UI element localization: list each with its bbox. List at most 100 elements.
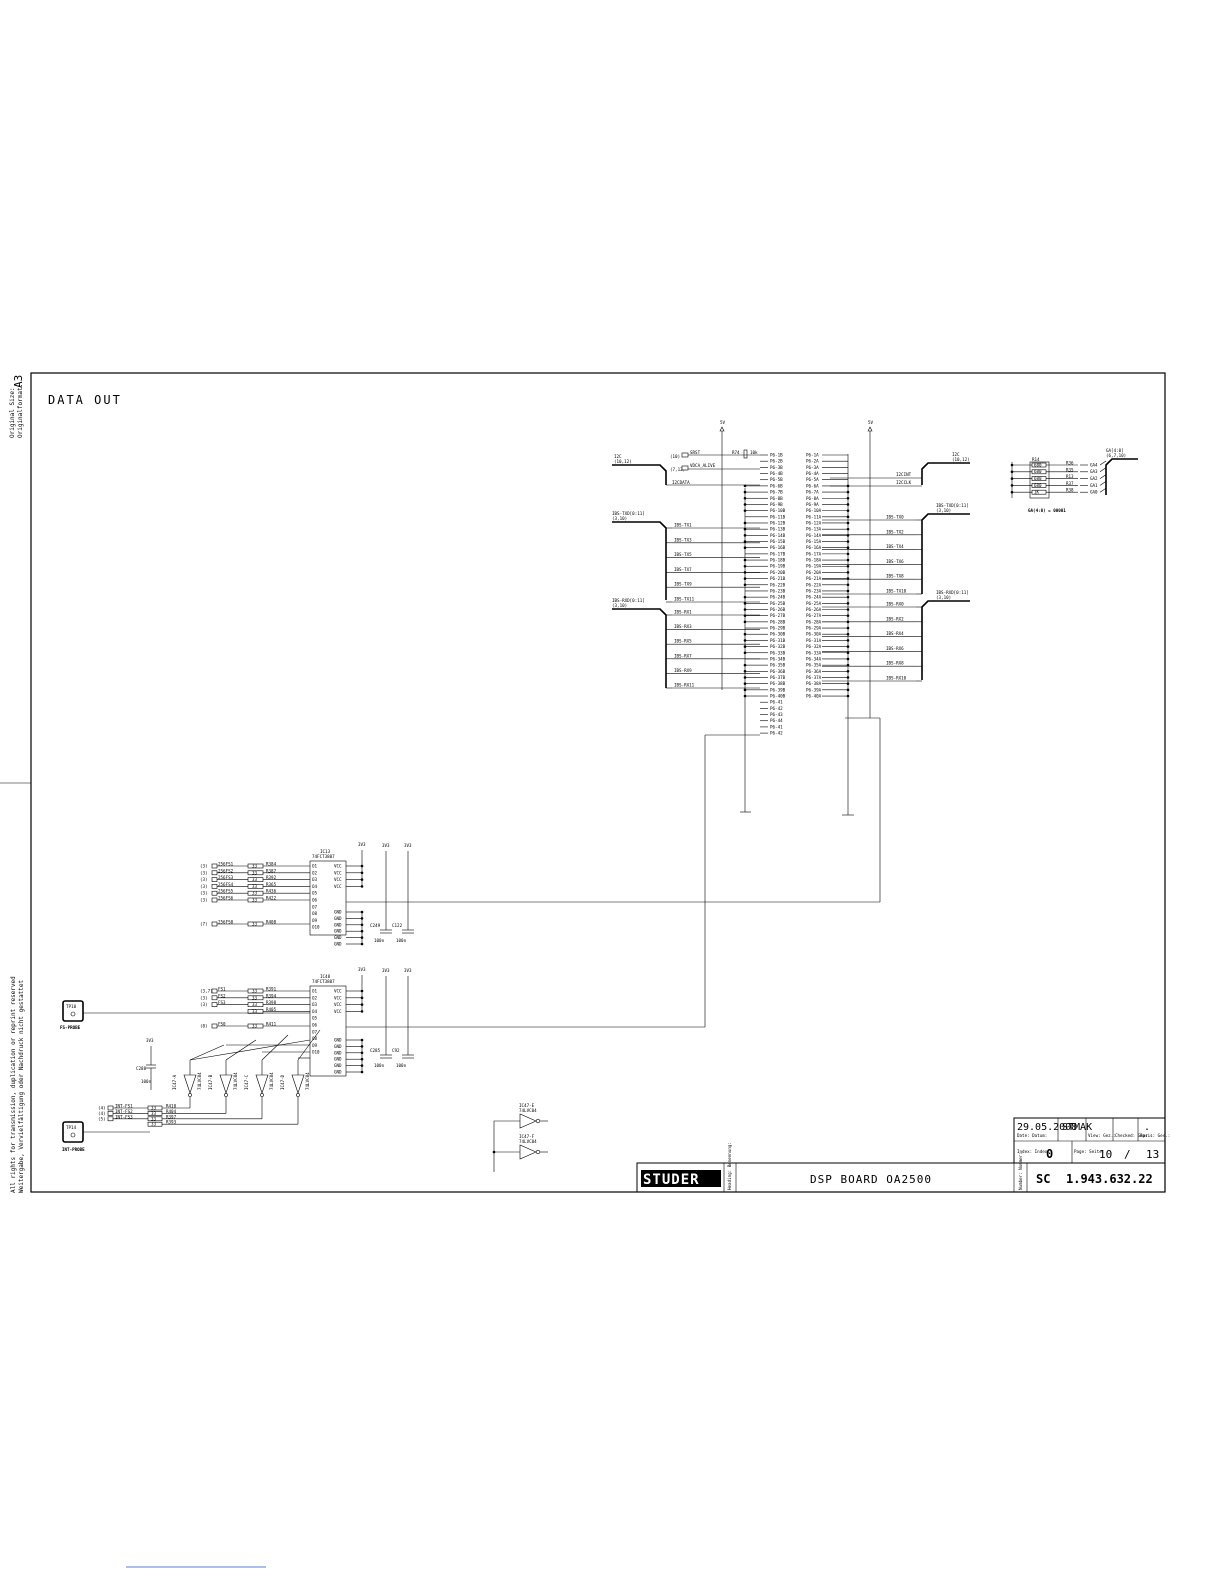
connector-pin-right: P6-35A bbox=[806, 663, 822, 668]
ic-vcc-pin: VCC bbox=[334, 1002, 342, 1007]
gnd-junction bbox=[846, 583, 850, 587]
ga-resistor-ref: R35 bbox=[1066, 467, 1074, 472]
inverter-input-wire bbox=[261, 1034, 289, 1061]
gnd-junction bbox=[846, 496, 850, 500]
left-rst-ref: (10) bbox=[670, 454, 680, 459]
connector-pin-left: P6-5B bbox=[770, 477, 783, 482]
copyright-en: All rights for transmission, duplication… bbox=[10, 976, 17, 1193]
connector-pin-left: P6-35B bbox=[770, 663, 786, 668]
ic-output-pin: O8 bbox=[312, 911, 318, 916]
series-resistor-ref: R405 bbox=[266, 1007, 277, 1012]
side-format: A3 bbox=[12, 375, 25, 388]
board-name: DSP BOARD OA2500 bbox=[810, 1173, 932, 1186]
connector-pin-left: P6-44 bbox=[770, 718, 783, 723]
connector-pin-right: P6-2A bbox=[806, 459, 819, 464]
series-resistor bbox=[247, 877, 264, 882]
left-tx-bus-label: IBS-TXD[0:11] bbox=[612, 511, 645, 516]
connector-pin-right: P6-37A bbox=[806, 675, 822, 680]
series-resistor-value: 33 bbox=[252, 989, 258, 994]
ic-input-net: 256FS4 bbox=[218, 882, 234, 887]
ic-input-ref: (3) bbox=[200, 870, 208, 875]
supply-label: 3V3 bbox=[358, 967, 366, 972]
ga-bus-ref: (6,7,10) bbox=[1106, 453, 1126, 458]
offsheet-connector bbox=[211, 870, 218, 876]
signal-label: IBS-TX2 bbox=[886, 529, 904, 534]
signal-label: IBS-TX10 bbox=[886, 589, 907, 594]
connector-pin-left: P6-17B bbox=[770, 551, 786, 556]
inverter-part: IC47-A bbox=[172, 1074, 177, 1090]
studer-logo: STUDER bbox=[641, 1170, 721, 1188]
ga-net: GA2 bbox=[1090, 476, 1098, 481]
ic-gnd-pin: GND bbox=[334, 1050, 342, 1055]
right-sclk-net: I2CCLK bbox=[896, 480, 912, 485]
gnd-junction bbox=[846, 614, 850, 617]
connector-pin-left: P6-39B bbox=[770, 687, 786, 692]
connector-pin-left: P6-31B bbox=[770, 638, 786, 643]
tb-page-sep: / bbox=[1124, 1148, 1131, 1161]
connector-pin-left: P6-42 bbox=[770, 706, 783, 711]
connector-pin-left: P6-23B bbox=[770, 588, 786, 593]
series-resistor bbox=[247, 863, 264, 869]
ic13-type: 74FCT3807 bbox=[312, 854, 335, 859]
connector-pin-left: P6-42 bbox=[770, 731, 783, 736]
signal-label: IBS-RX6 bbox=[886, 646, 904, 651]
inverter-gate bbox=[291, 1074, 305, 1094]
connector-pin-right: P6-32A bbox=[806, 644, 822, 649]
ic-input-net: FS0 bbox=[218, 1022, 226, 1027]
signal-label: IBS-TX9 bbox=[674, 582, 692, 587]
brand-name: STUDER bbox=[643, 1172, 700, 1188]
connector-pin-right: P6-28A bbox=[806, 619, 822, 624]
left-i2c-ref: (10,12) bbox=[614, 459, 632, 464]
connector-pin-left: P6-11B bbox=[770, 514, 786, 519]
ic-input-net: 256FS1 bbox=[218, 862, 234, 867]
series-resistor bbox=[247, 870, 264, 876]
int-probe[interactable]: TP14 INT-PROBE bbox=[62, 1121, 150, 1152]
ga-resistor bbox=[1031, 489, 1047, 495]
pullup-value: 10k bbox=[750, 450, 758, 455]
inv-cap-value: 100n bbox=[141, 1079, 152, 1084]
left-rst-net: SRST bbox=[690, 450, 701, 455]
title-block: 29.05.2008 STMAK . Date: Datum: View: Ge… bbox=[636, 1117, 1170, 1193]
offsheet-connector bbox=[107, 1116, 114, 1122]
connector-pin-right: P6-16A bbox=[806, 545, 822, 550]
connector-pin-right: P6-9A bbox=[806, 502, 819, 507]
series-resistor-ref: R387 bbox=[266, 868, 277, 873]
ic-gnd-pin: GND bbox=[334, 922, 342, 927]
series-resistor-value: 33 bbox=[252, 922, 258, 927]
inverter-input-wire bbox=[189, 1044, 225, 1061]
sheet-title: DATA OUT bbox=[48, 393, 122, 407]
ic-input-net: 256FS3 bbox=[218, 875, 234, 880]
inverter-input-wire bbox=[225, 1039, 257, 1061]
connector-pin-right: P6-22A bbox=[806, 582, 822, 587]
ic-vcc-pin: VCC bbox=[334, 995, 342, 1000]
gnd-junction bbox=[846, 490, 850, 494]
offsheet-connector bbox=[211, 897, 218, 903]
ic13-body bbox=[309, 860, 347, 936]
series-resistor-ref: R408 bbox=[266, 920, 277, 925]
connector-pin-right: P6-40A bbox=[806, 694, 822, 699]
fs-probe[interactable]: TP10 FS-PROBE bbox=[60, 1000, 310, 1030]
decoupling-cap-ref: C122 bbox=[392, 923, 403, 928]
ic13-block: IC13 74FCT3807 (3)256FS1(3)256FS2(3)256F… bbox=[200, 717, 881, 947]
ic-vcc-pin: VCC bbox=[334, 1009, 342, 1014]
signal-label: IBS-RX0 bbox=[886, 602, 904, 607]
ga-junction bbox=[1010, 470, 1014, 474]
inverter-bus bbox=[189, 1039, 311, 1061]
ga-resistor-ref: R37 bbox=[1066, 481, 1074, 486]
inverter-type: 74LVC04 bbox=[197, 1072, 202, 1090]
offsheet-connector bbox=[211, 877, 218, 882]
spare-gate-e-type: 74LVC04 bbox=[519, 1108, 537, 1113]
ic-output-pin: O3 bbox=[312, 1002, 318, 1007]
vcc-junction bbox=[360, 885, 364, 888]
offsheet-connector bbox=[211, 988, 218, 994]
signal-label: IBS-TX3 bbox=[674, 537, 692, 542]
ic-output-pin: O10 bbox=[312, 1050, 320, 1055]
offsheet-connector bbox=[211, 884, 218, 889]
ic-input-net: 256FS0 bbox=[218, 920, 234, 925]
gnd-junction bbox=[846, 651, 850, 655]
connector-pin-left: P6-27B bbox=[770, 613, 786, 618]
signal-label: IBS-RX10 bbox=[886, 676, 907, 681]
gnd-junction bbox=[846, 515, 850, 519]
gnd-junction bbox=[846, 688, 850, 692]
